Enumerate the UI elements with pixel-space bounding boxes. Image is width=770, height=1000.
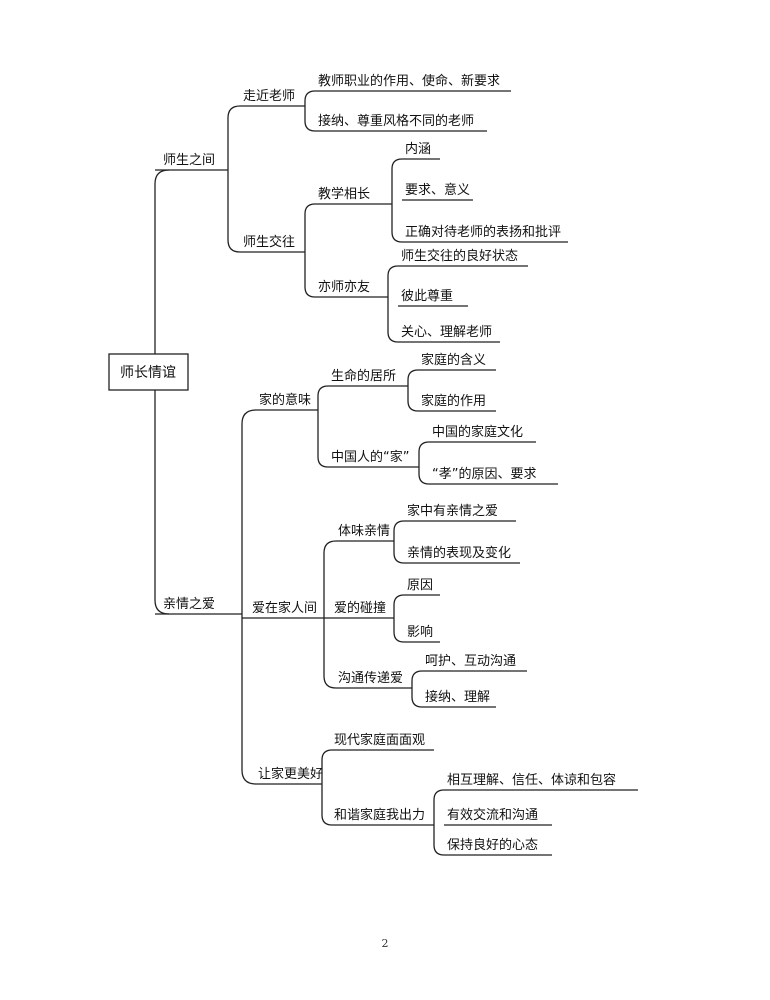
leaf-label: 彼此尊重 <box>401 288 453 304</box>
connector <box>433 825 445 856</box>
page-number: 2 <box>381 937 389 950</box>
leaf-label: 接纳、尊重风格不同的老师 <box>318 113 474 129</box>
connector <box>241 409 257 614</box>
connector <box>304 203 316 252</box>
branch-label: 亲情之爱 <box>163 597 215 612</box>
leaf-label: 家庭的作用 <box>421 393 486 409</box>
topic-label: 走近老师 <box>243 89 295 104</box>
connector <box>154 169 170 354</box>
branch-label: 师生之间 <box>163 153 215 168</box>
topic-label: 让家更美好 <box>258 766 323 782</box>
mind-map: 师长情谊 师生之间 亲情之爱 走近老师 教师职业的作用、使命、新要求 接纳、尊重… <box>108 73 638 856</box>
connector <box>391 204 403 243</box>
leaf-label: 相互理解、信任、体谅和包容 <box>447 772 616 788</box>
connector <box>393 541 405 564</box>
subtopic-label: 亦师亦友 <box>318 279 370 295</box>
underlines <box>155 90 638 856</box>
connector <box>433 789 445 825</box>
connector <box>321 749 333 784</box>
leaf-label: 原因 <box>407 578 433 593</box>
leaf-label: 中国的家庭文化 <box>432 424 523 440</box>
connector <box>227 170 241 253</box>
subtopic-label: 教学相长 <box>318 186 370 202</box>
leaf-label: 师生交往的良好状态 <box>401 248 518 264</box>
leaf-label: 关心、理解老师 <box>401 325 492 340</box>
connector <box>321 784 333 826</box>
connector <box>317 410 329 468</box>
connector <box>304 252 316 298</box>
subtopic-label: 中国人的“家” <box>331 449 409 465</box>
leaf-label: 亲情的表现及变化 <box>407 545 511 561</box>
leaf-label: 呵护、互动沟通 <box>425 654 516 669</box>
leaf-label: 要求、意义 <box>405 182 470 198</box>
topic-label: 爱在家人间 <box>252 600 317 616</box>
connector <box>304 106 316 132</box>
connector <box>387 265 399 297</box>
leaf-label: 家庭的含义 <box>421 352 486 368</box>
connector <box>393 520 405 541</box>
topic-label: 家的意味 <box>259 392 311 408</box>
root-box <box>108 353 189 391</box>
connector <box>407 369 419 386</box>
connector <box>227 105 241 170</box>
connector <box>411 688 423 708</box>
connector <box>391 158 403 204</box>
subtopic-label: 体味亲情 <box>338 524 390 539</box>
leaf-label: 正确对待老师的表扬和批评 <box>405 224 561 240</box>
leaf-label: 家中有亲情之爱 <box>407 503 498 519</box>
subtopic-label: 爱的碰撞 <box>334 600 386 616</box>
root-label: 师长情谊 <box>120 365 176 381</box>
subtopic-label: 和谐家庭我出力 <box>334 807 425 823</box>
subtopic-label: 生命的居所 <box>331 368 396 384</box>
leaf-label: “孝”的原因、要求 <box>432 466 536 482</box>
leaf-label: 保持良好的心态 <box>447 837 538 853</box>
connector <box>393 618 405 643</box>
connector <box>407 386 419 412</box>
leaf-label: 现代家庭面面观 <box>334 732 425 748</box>
leaf-label: 影响 <box>407 624 433 640</box>
connector <box>317 385 329 410</box>
leaf-label: 接纳、理解 <box>425 689 490 705</box>
leaf-label: 有效交流和沟通 <box>447 807 538 823</box>
connector <box>323 540 337 618</box>
connectors <box>154 90 445 856</box>
connector <box>154 390 170 615</box>
connector <box>304 90 316 106</box>
subtopic-label: 沟通传递爱 <box>338 671 403 686</box>
connector <box>241 614 257 785</box>
topic-label: 师生交往 <box>243 234 295 250</box>
connector <box>418 441 430 467</box>
connector <box>418 467 430 485</box>
root-node: 师长情谊 <box>108 353 189 391</box>
leaf-label: 教师职业的作用、使命、新要求 <box>318 73 500 89</box>
leaf-label: 内涵 <box>405 141 431 157</box>
connector <box>411 670 423 688</box>
connector <box>387 297 399 343</box>
connector <box>323 618 337 689</box>
connector <box>393 594 405 618</box>
